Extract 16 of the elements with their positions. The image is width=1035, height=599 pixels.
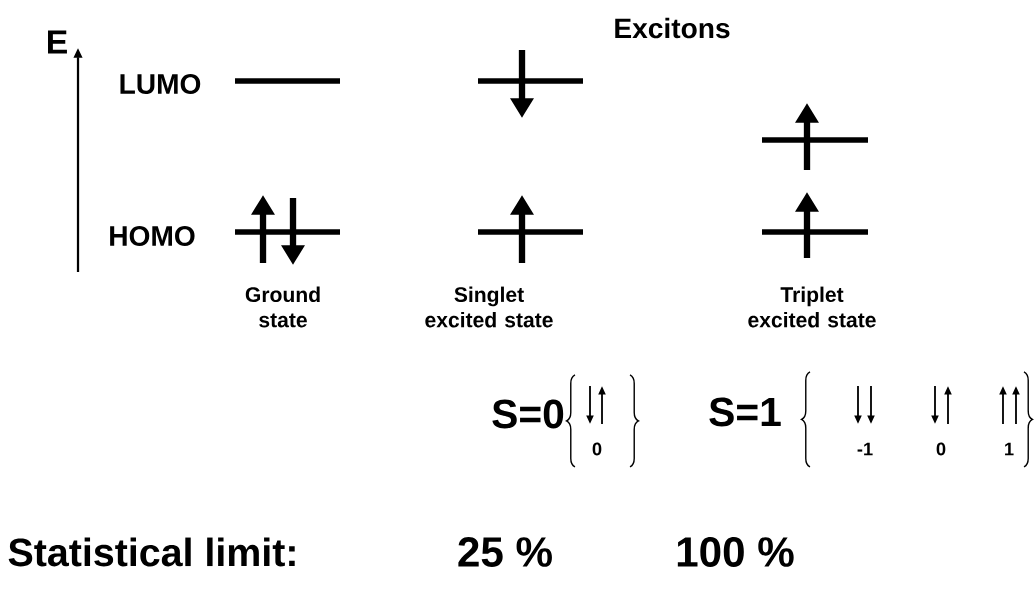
spin-label: S=1 [709, 397, 781, 427]
state-label: Ground state [245, 286, 320, 328]
state-label: Singlet excited state [425, 286, 553, 328]
percent-value: 25 % [458, 537, 552, 567]
state-label: Triplet excited state [748, 286, 876, 328]
level-label: LUMO [120, 74, 201, 94]
limit-label: Statistical limit: [8, 537, 295, 567]
projection-label: 0 [936, 442, 946, 456]
percent-value: 100 % [677, 537, 794, 567]
projection-label: 1 [1005, 442, 1014, 456]
axis-label: E [48, 30, 67, 54]
heading: Excitons [615, 17, 730, 39]
projection-label: -1 [857, 442, 873, 456]
spin-label: S=0 [492, 399, 564, 429]
projection-label: 0 [592, 442, 602, 456]
level-label: HOMO [110, 226, 195, 246]
